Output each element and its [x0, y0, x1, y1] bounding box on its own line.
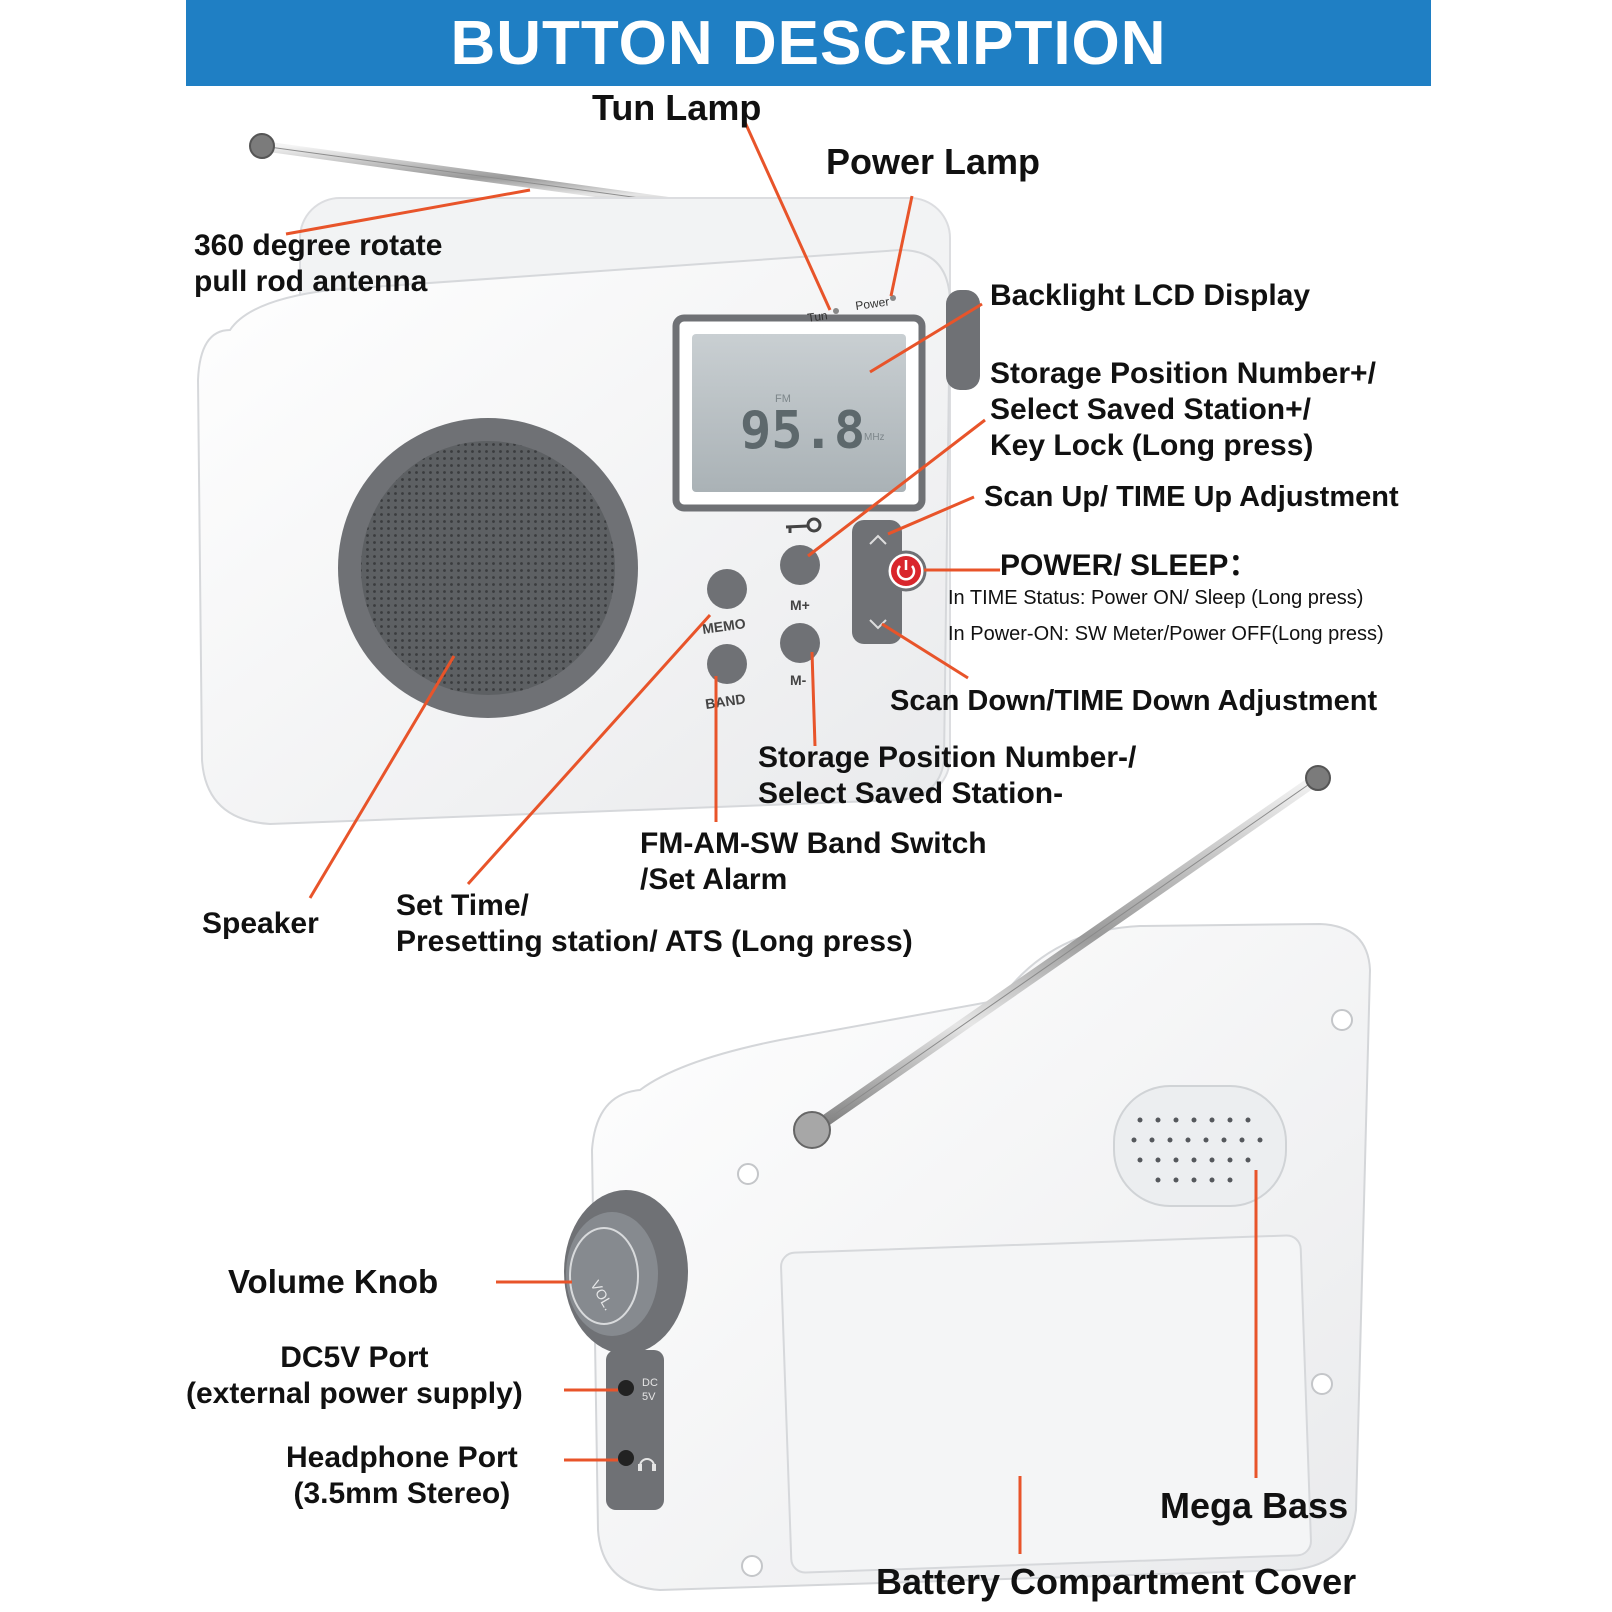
lcd-unit-text: MHz: [864, 432, 885, 443]
label-speaker: Speaker: [202, 907, 319, 940]
tun-lamp-text: Tun: [806, 308, 828, 325]
power-button: [891, 556, 921, 586]
leader-lines: [285, 119, 1258, 1554]
label-storage-minus: Storage Position Number-/ Select Saved S…: [758, 741, 1137, 810]
front-buttons: MEMO BAND M+ M-: [701, 517, 927, 712]
label-scan-down: Scan Down/TIME Down Adjustment: [890, 685, 1378, 717]
back-battery-cover: [780, 1234, 1312, 1574]
label-mega-bass: Mega Bass: [1160, 1485, 1349, 1526]
title-banner: BUTTON DESCRIPTION: [186, 0, 1431, 86]
power-icon: [896, 565, 916, 581]
label-volume-knob: Volume Knob: [228, 1263, 439, 1300]
back-antenna: [793, 765, 1331, 1149]
memo-button-text: MEMO: [701, 615, 746, 637]
front-radio: FM 95.8 MHz Tun Power MEMO BAND M+ M-: [196, 133, 980, 826]
mminus-button-text: M-: [790, 672, 807, 688]
dc-port-voltage-text: 5V: [642, 1391, 656, 1403]
back-bass-grille: [1113, 1085, 1287, 1207]
label-tun-lamp: Tun Lamp: [592, 87, 762, 128]
mplus-button-text: M+: [790, 597, 810, 613]
front-speaker: [338, 418, 638, 718]
page-title: BUTTON DESCRIPTION: [450, 8, 1167, 78]
chevron-up-icon: [869, 534, 887, 545]
label-headphone-port: Headphone Port (3.5mm Stereo): [286, 1441, 518, 1510]
power-lamp: [890, 295, 896, 301]
label-power-sleep: POWER/ SLEEP：: [1000, 549, 1259, 582]
label-power-lamp: Power Lamp: [826, 141, 1041, 182]
lcd-band-text: FM: [775, 393, 791, 405]
lcd-frequency-text: 95.8: [740, 401, 865, 461]
back-radio: VOL. DC 5V: [564, 765, 1372, 1592]
tun-lamp: [833, 308, 839, 314]
chevron-down-icon: [869, 619, 887, 630]
label-battery-cover: Battery Compartment Cover: [876, 1561, 1357, 1602]
label-storage-plus: Storage Position Number+/ Select Saved S…: [990, 357, 1376, 462]
label-lcd-display: Backlight LCD Display: [990, 279, 1311, 312]
key-icon: [785, 517, 822, 533]
label-set-time: Set Time/ Presetting station/ ATS (Long …: [396, 889, 913, 958]
front-lcd: FM 95.8 MHz: [672, 314, 926, 512]
back-volume-knob: VOL.: [564, 1190, 688, 1354]
label-power-sleep-line2: In Power-ON: SW Meter/Power OFF(Long pre…: [948, 623, 1384, 645]
power-lamp-text: Power: [854, 294, 890, 313]
label-antenna: 360 degree rotate pull rod antenna: [194, 229, 443, 298]
dc-port-text: DC: [642, 1377, 658, 1389]
label-dc-port: DC5V Port (external power supply): [186, 1341, 523, 1410]
back-port-panel: DC 5V: [606, 1350, 664, 1510]
label-band-switch: FM-AM-SW Band Switch /Set Alarm: [640, 827, 987, 896]
label-scan-up: Scan Up/ TIME Up Adjustment: [984, 481, 1399, 513]
label-power-sleep-line1: In TIME Status: Power ON/ Sleep (Long pr…: [948, 587, 1364, 609]
headphone-icon: [638, 1458, 656, 1471]
